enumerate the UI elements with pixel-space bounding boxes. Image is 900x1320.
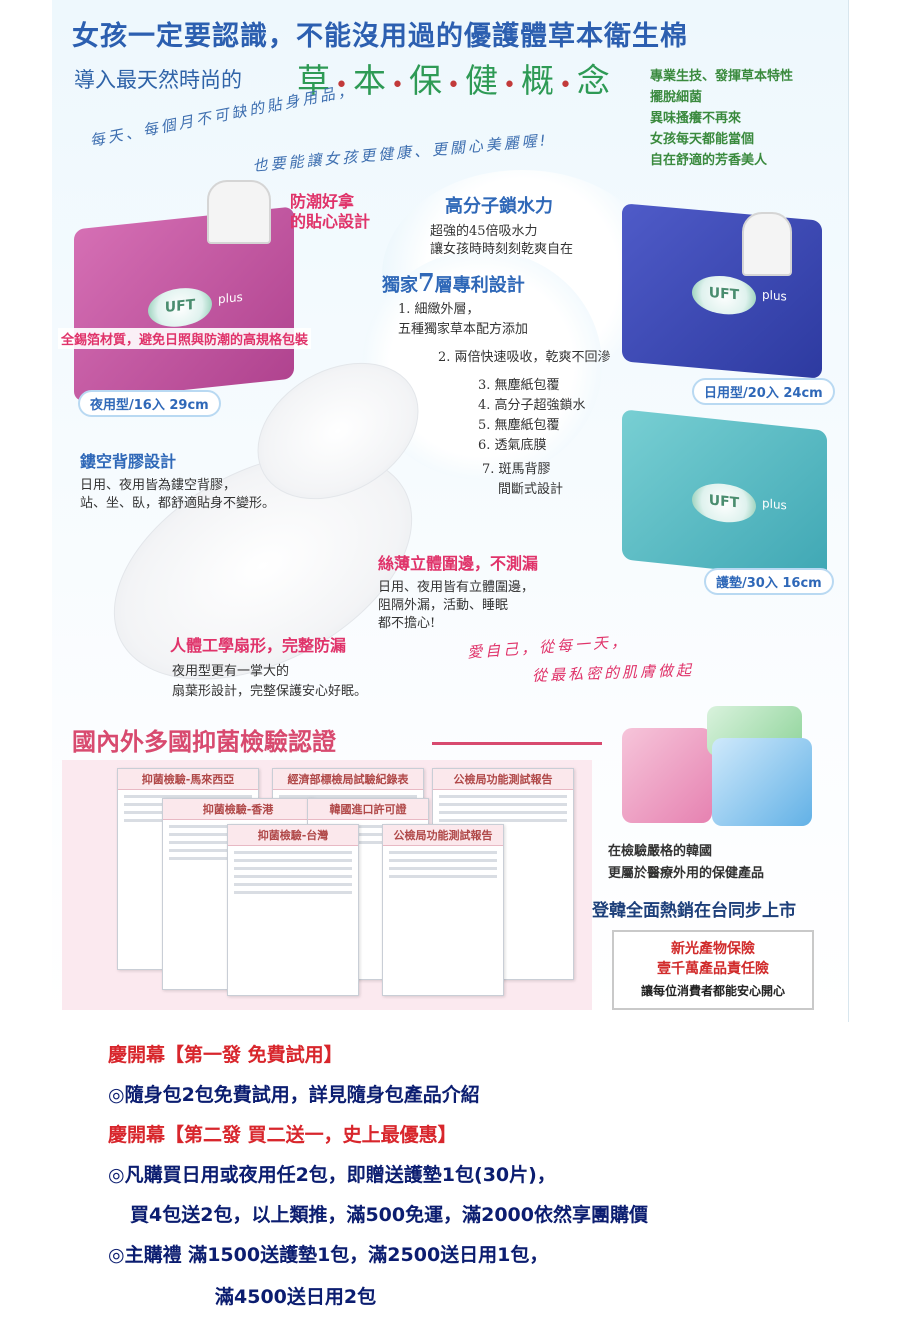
- moisture-title-line: 的貼心設計: [290, 212, 371, 231]
- day-pack-image: UFT plus: [622, 203, 822, 379]
- promo-line: 慶開幕【第二發 買二送一，史上最優惠】: [108, 1124, 457, 1146]
- liner-pack-image: UFT plus: [622, 409, 827, 581]
- fan-title: 人體工學扇形，完整防漏: [170, 636, 347, 655]
- fan-line: 夜用型更有一掌大的: [172, 664, 290, 679]
- patent-number: 7: [418, 268, 435, 297]
- concept-char: 草: [297, 61, 333, 100]
- promo-line: 買4包送2包，以上類推，滿500免運，滿2000依然享團購價: [130, 1204, 648, 1226]
- feature-item: 擺脫細菌: [650, 90, 703, 105]
- feature-item: 自在舒適的芳香美人: [650, 153, 768, 168]
- adhesive-title: 鏤空背膠設計: [80, 452, 177, 471]
- insurance-line: 新光產物保險: [671, 941, 755, 957]
- day-size-label: 日用型/20入 24cm: [692, 378, 835, 405]
- handwriting-line: 從最私密的肌膚做起: [531, 661, 695, 685]
- handwriting-line: 愛自己，從每一天，: [466, 632, 630, 662]
- insurance-line: 壹千萬產品責任險: [657, 961, 769, 977]
- edge-line: 阻隔外漏，活動、睡眠: [378, 598, 509, 613]
- korea-launch: 登韓全面熱銷在台同步上市: [592, 901, 796, 921]
- korea-line: 更屬於醫療外用的保健產品: [608, 866, 765, 881]
- patent-prefix: 獨家: [382, 275, 418, 296]
- promo-line: 滿4500送日用2包: [215, 1286, 377, 1308]
- pack-handle: [742, 212, 792, 276]
- cert-title-rule: [432, 742, 602, 745]
- insurance-line: 讓每位消費者都能安心開心: [640, 984, 785, 998]
- korea-pack-image: [712, 738, 812, 826]
- layer-item: 1. 細緻外層，: [398, 302, 480, 317]
- doc-label: 抑菌檢驗-台灣: [228, 825, 358, 846]
- korea-line: 在檢驗嚴格的韓國: [608, 844, 713, 859]
- dot-icon: •: [390, 73, 407, 98]
- handwriting-line: 也要能讓女孩更健康、更關心美麗喔!: [251, 131, 550, 175]
- layer-list: 1. 細緻外層， 五種獨家草本配方添加 2. 兩倍快速吸收，乾爽不回滲 3. 無…: [398, 300, 611, 500]
- feature-item: 女孩每天都能當個: [650, 132, 755, 147]
- layer-item: 7. 斑馬背膠: [482, 462, 551, 477]
- adhesive-line: 日用、夜用皆為鏤空背膠，: [80, 478, 237, 493]
- doc-label: 抑菌檢驗-香港: [163, 799, 313, 820]
- poster-title: 女孩一定要認識，不能沒用過的優護體草本衛生棉: [72, 21, 688, 52]
- doc-label: 經濟部標檢局試驗紀錄表: [273, 769, 423, 790]
- layer-item: 3. 無塵紙包覆: [478, 378, 560, 393]
- pack-handle: [207, 180, 271, 244]
- promo-line: ◎凡購買日用或夜用任2包，即贈送護墊1包(30片)，: [108, 1164, 556, 1186]
- brand-logo: UFT: [148, 285, 212, 330]
- cert-title: 國內外多國抑菌檢驗認證: [72, 727, 336, 756]
- polymer-title: 高分子鎖水力: [445, 196, 553, 217]
- dot-icon: •: [335, 73, 351, 98]
- cert-document: 抑菌檢驗-台灣: [227, 824, 359, 996]
- brand-logo: UFT: [692, 480, 756, 526]
- dot-icon: •: [558, 73, 575, 98]
- brand-suffix: plus: [762, 287, 787, 304]
- brand-suffix: plus: [762, 495, 787, 513]
- liner-size-label: 護墊/30入 16cm: [704, 568, 834, 595]
- dot-icon: •: [502, 73, 519, 98]
- feature-item: 專業生技、發揮草本特性: [650, 69, 794, 84]
- concept-char: 保: [408, 61, 445, 100]
- foil-note: 全錫箔材質，避免日照與防潮的高規格包裝: [58, 328, 312, 349]
- insurance-box: 新光產物保險 壹千萬產品責任險 讓每位消費者都能安心開心: [612, 930, 814, 1010]
- concept-char: 本: [352, 61, 389, 100]
- concept-char: 概: [520, 61, 557, 100]
- layer-item: 2. 兩倍快速吸收，乾爽不回滲: [438, 350, 611, 365]
- dot-icon: •: [446, 73, 463, 98]
- layer-item: 5. 無塵紙包覆: [478, 418, 560, 433]
- concept-char: 念: [576, 61, 613, 100]
- promo-line: ◎主購禮 滿1500送護墊1包，滿2500送日用1包，: [108, 1244, 549, 1266]
- layer-item: 間斷式設計: [498, 482, 564, 497]
- doc-label: 抑菌檢驗-馬來西亞: [118, 769, 258, 790]
- fan-line: 扇葉形設計，完整保護安心好眠。: [172, 684, 368, 699]
- moisture-title-line: 防潮好拿: [290, 192, 355, 211]
- subtitle-lead: 導入最天然時尚的: [74, 68, 242, 92]
- edge-line: 日用、夜用皆有立體圍邊，: [378, 580, 535, 595]
- adhesive-line: 站、坐、臥，都舒適貼身不變形。: [80, 496, 276, 511]
- night-size-label: 夜用型/16入 29cm: [78, 390, 221, 417]
- korea-pack-image: [622, 728, 712, 823]
- edge-title: 絲薄立體圍邊，不測漏: [378, 554, 539, 573]
- feature-list: 專業生技、發揮草本特性 擺脫細菌 異味搔癢不再來 女孩每天都能當個 自在舒適的芳…: [650, 66, 793, 171]
- promo-line: ◎隨身包2包免費試用，詳見隨身包產品介紹: [108, 1084, 480, 1106]
- layer-item: 五種獨家草本配方添加: [398, 322, 529, 337]
- doc-label: 韓國進口許可證: [308, 799, 428, 820]
- herbal-concept-heading: 草•本•保•健•概•念: [297, 54, 613, 102]
- polymer-line: 超強的45倍吸水力: [430, 224, 538, 239]
- edge-line: 都不擔心!: [378, 616, 436, 631]
- moisture-title: 防潮好拿 的貼心設計: [290, 192, 370, 232]
- patent-suffix: 層專利設計: [434, 275, 525, 296]
- doc-label: 公檢局功能測試報告: [383, 825, 503, 846]
- concept-char: 健: [464, 61, 501, 100]
- layer-item: 4. 高分子超強鎖水: [478, 398, 586, 413]
- layer-item: 6. 透氣底膜: [478, 438, 547, 453]
- doc-label: 公檢局功能測試報告: [433, 769, 573, 790]
- feature-item: 異味搔癢不再來: [650, 111, 742, 126]
- brand-suffix: plus: [218, 289, 243, 307]
- promo-line: 慶開幕【第一發 免費試用】: [108, 1044, 343, 1066]
- brand-logo: UFT: [692, 273, 756, 317]
- patent-heading: 獨家7層專利設計: [382, 268, 525, 297]
- cert-document: 公檢局功能測試報告: [382, 824, 504, 996]
- product-poster: 女孩一定要認識，不能沒用過的優護體草本衛生棉 導入最天然時尚的 草•本•保•健•…: [52, 0, 849, 1022]
- polymer-line: 讓女孩時時刻刻乾爽自在: [430, 242, 574, 257]
